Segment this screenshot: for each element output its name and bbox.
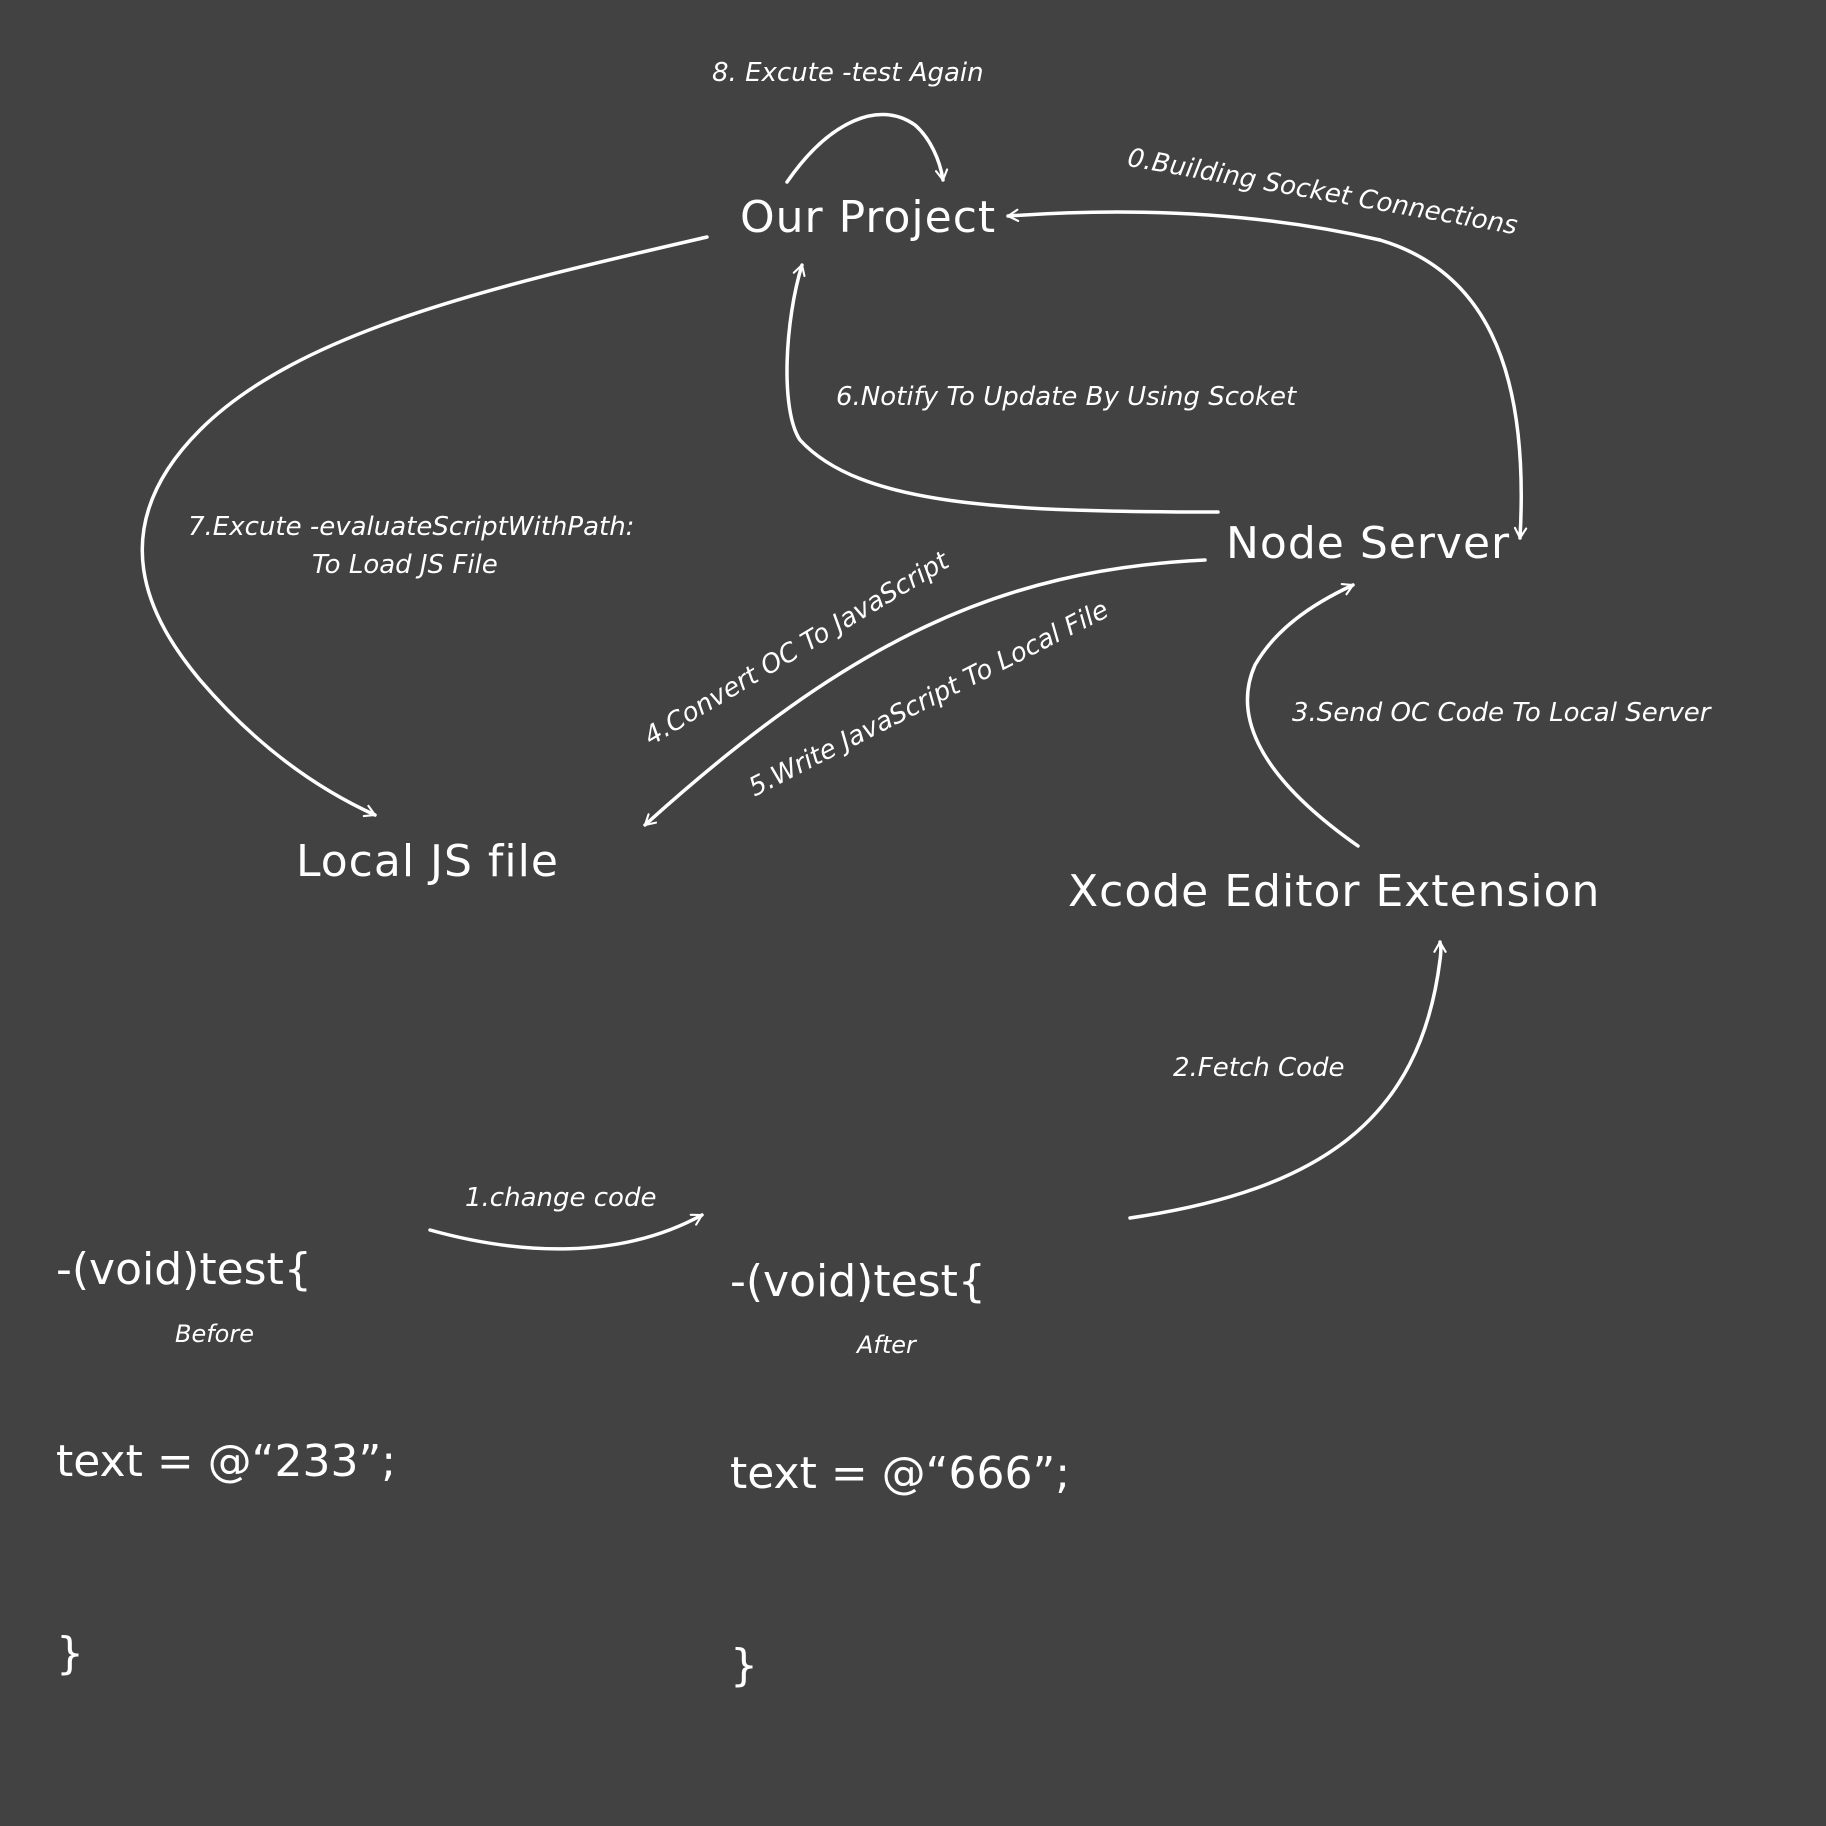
arrow-step6 (785, 263, 1220, 514)
arrow-step3 (1245, 583, 1360, 848)
code-after-line1: -(void)test{ (730, 1256, 986, 1307)
caption-before: Before (175, 1320, 254, 1348)
arrow-step0-head (1006, 208, 1382, 242)
label-step2: 2.Fetch Code (1173, 1053, 1345, 1083)
label-step8: 8. Excute -test Again (712, 58, 984, 88)
label-step6: 6.Notify To Update By Using Scoket (836, 382, 1297, 412)
code-after-line2: text = @“666”; (730, 1448, 1071, 1499)
label-step7-line2: To Load JS File (312, 550, 498, 580)
node-local-js-file: Local JS file (296, 836, 559, 887)
code-before-line1: -(void)test{ (56, 1244, 312, 1295)
arrow-step4-5 (643, 558, 1207, 827)
node-xcode-editor-extension: Xcode Editor Extension (1068, 866, 1601, 917)
node-our-project: Our Project (740, 192, 997, 243)
arrow-step1 (428, 1213, 704, 1251)
diagram-canvas: Our Project Node Server Local JS file Xc… (56, 58, 1711, 1691)
label-step7-line1: 7.Excute -evaluateScriptWithPath: (188, 512, 635, 542)
arrow-step8 (785, 112, 949, 184)
label-step3: 3.Send OC Code To Local Server (1292, 698, 1711, 728)
code-before: -(void)test{ text = @“233”; } (56, 1110, 396, 1814)
code-before-line3: } (56, 1628, 84, 1679)
code-before-line2: text = @“233”; (56, 1436, 397, 1487)
arrows-layer (140, 112, 1528, 1251)
caption-after: After (857, 1331, 916, 1359)
arrow-step7 (140, 235, 709, 818)
arrow-step2 (1128, 940, 1447, 1220)
arrow-step0 (1378, 238, 1528, 540)
code-after: -(void)test{ text = @“666”; } (730, 1122, 1070, 1826)
code-after-line3: } (730, 1640, 758, 1691)
label-step1: 1.change code (465, 1183, 657, 1213)
node-node-server: Node Server (1226, 518, 1511, 569)
